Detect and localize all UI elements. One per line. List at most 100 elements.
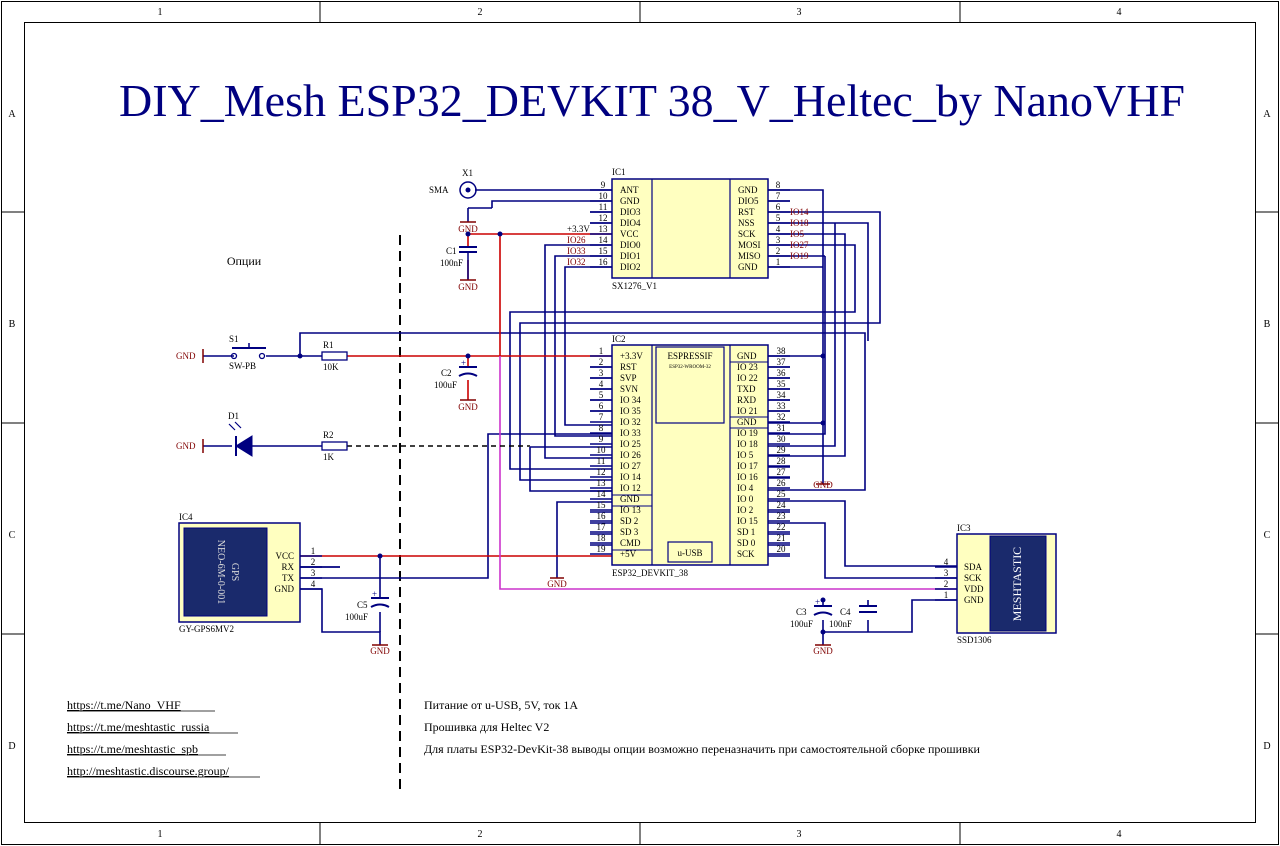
row-label: A [8,109,16,120]
c2-capacitor: + C2 100uF GND [434,358,478,412]
pin-name: DIO1 [620,251,641,261]
pin-number: 13 [599,224,609,234]
pin-name: GND [738,185,758,195]
pin-name: SDA [964,562,983,572]
net-label: IO5 [790,229,804,239]
pin-name: GND [275,584,295,594]
gnd-label: GND [458,224,478,234]
pin-name: IO 21 [737,406,758,416]
link-discourse[interactable]: http://meshtastic.discourse.group/ [67,764,230,778]
pin-name: SD 1 [737,527,755,537]
gnd-label: GND [176,351,196,361]
s1-part: SW-PB [229,361,256,371]
net-label: IO26 [567,235,586,245]
pin-name: IO 13 [620,505,641,515]
pin-number: 7 [599,412,604,422]
ic4-ref: IC4 [179,512,193,522]
pin-number: 4 [944,557,949,567]
pin-name: DIO0 [620,240,641,250]
pin-number: 17 [597,522,607,532]
col-label: 1 [158,7,163,18]
col-label: 3 [797,829,802,840]
link-nano-vhf[interactable]: https://t.me/Nano_VHF [67,698,181,712]
c5-capacitor: + C5 100uF GND [345,589,390,656]
link-meshtastic-spb[interactable]: https://t.me/meshtastic_spb [67,742,198,756]
c3-value: 100uF [790,619,813,629]
c3-ref: C3 [796,607,807,617]
pin-name: RST [620,362,637,372]
note-reassign: Для платы ESP32-DevKit-38 выводы опции в… [424,742,981,756]
r1-value: 10K [323,362,339,372]
pin-name: IO 18 [737,439,758,449]
pin-name: +5V [620,549,637,559]
pin-number: 33 [777,401,787,411]
pin-number: 12 [597,467,606,477]
pin-number: 4 [776,224,781,234]
pin-number: 15 [599,246,609,256]
c1-capacitor: C1 100nF GND [440,246,478,292]
sheet-title: DIY_Mesh ESP32_DEVKIT 38_V_Heltec_by Nan… [119,75,1185,126]
pin-number: 27 [777,467,787,477]
c3-capacitor: + C3 100uF [790,597,833,629]
ic3-ref: IC3 [957,523,971,533]
d1-ref: D1 [228,411,239,421]
net-label: IO14 [790,207,809,217]
pin-name: IO 5 [737,450,754,460]
junction-dots [297,231,826,635]
pin-number: 31 [777,423,786,433]
gnd-label: GND [370,646,390,656]
row-label: C [9,530,16,541]
s1-pushbutton: S1 SW-PB GND [176,334,266,371]
pin-number: 10 [597,445,607,455]
pin-name: IO 35 [620,406,641,416]
r1-ref: R1 [323,340,334,350]
options-label: Опции [227,254,262,268]
c4-capacitor: C4 100nF [829,605,877,629]
vdd-wire [499,356,957,590]
pin-number: 1 [944,590,949,600]
c2-ref: C2 [441,368,452,378]
note-firmware: Прошивка для Heltec V2 [424,720,549,734]
col-label: 1 [158,829,163,840]
ic4-module-line1: GPS [229,563,240,581]
net-label: +3.3V [567,224,590,234]
c4-value: 100nF [829,619,852,629]
col-label: 3 [797,7,802,18]
pin-name: TXD [737,384,756,394]
r2-value: 1K [323,452,335,462]
svg-text:+: + [461,358,466,368]
gnd-label: GND [813,646,833,656]
pin-name: SVN [620,384,639,394]
ic2-ref: IC2 [612,334,626,344]
gnd-label: GND [458,282,478,292]
pin-name: +3.3V [620,351,643,361]
pin-number: 1 [311,546,316,556]
pin-name: DIO4 [620,218,641,228]
pin-name: IO 0 [737,494,754,504]
pin-name: MISO [738,251,761,261]
gnd-label: GND [547,579,567,589]
r2-resistor: R2 1K [321,430,348,462]
r1-resistor: R1 10K [321,340,348,372]
note-power: Питание от u-USB, 5V, ток 1A [424,698,578,712]
pin-name: RX [281,562,294,572]
link-meshtastic-russia[interactable]: https://t.me/meshtastic_russia [67,720,210,734]
frame-labels: 1 2 3 4 1 2 3 4 A B C D A B C D [8,7,1271,840]
pin-name: GND [737,417,757,427]
pin-number: 2 [311,557,316,567]
ic4-part: GY-GPS6MV2 [179,624,234,634]
pin-name: IO 14 [620,472,641,482]
net-label: IO27 [790,240,809,250]
pin-name: RST [738,207,755,217]
pin-number: 4 [311,579,316,589]
pin-number: 3 [776,235,781,245]
pin-number: 23 [777,511,787,521]
net-label: IO33 [567,246,586,256]
pin-name: IO 34 [620,395,641,405]
pin-number: 2 [944,579,949,589]
pin-name: SCK [738,229,756,239]
pin-name: VDD [964,584,984,594]
